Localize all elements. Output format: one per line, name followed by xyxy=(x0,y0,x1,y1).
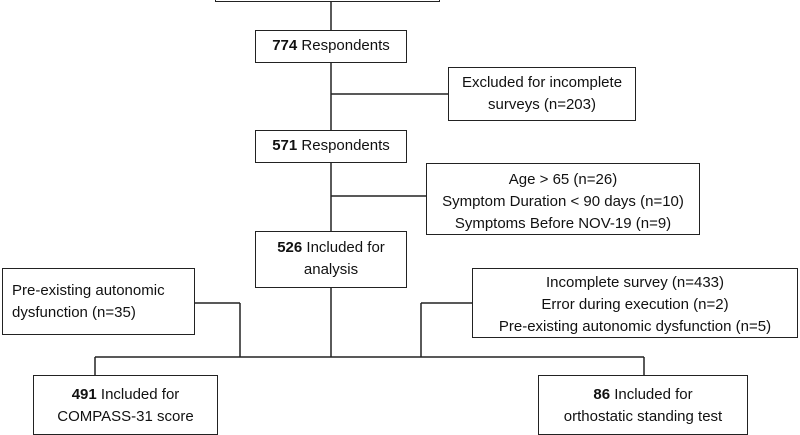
count-774: 774 xyxy=(272,37,298,54)
box-compass31: 491 Included for COMPASS-31 score xyxy=(33,375,218,435)
orthostatic-line-1: Included for xyxy=(614,386,693,403)
excluded-line-1: Excluded for incomplete xyxy=(461,74,623,91)
included-analysis-line-1: Included for xyxy=(306,239,385,256)
count-526: 526 xyxy=(277,239,303,256)
box-exclusions-standing: Incomplete survey (n=433) Error during e… xyxy=(472,268,798,338)
count-86: 86 xyxy=(593,386,611,403)
top-box-cropped xyxy=(215,0,440,2)
exclusion-age: Age > 65 (n=26) xyxy=(508,171,618,188)
preexisting-line-2: dysfunction (n=35) xyxy=(12,304,136,321)
exclusion-error-execution: Error during execution (n=2) xyxy=(541,296,729,313)
exclusion-preexisting: Pre-existing autonomic dysfunction (n=5) xyxy=(498,318,772,335)
box-preexisting-autonomic: Pre-existing autonomic dysfunction (n=35… xyxy=(2,268,195,335)
box-774-respondents: 774 Respondents xyxy=(255,30,407,63)
box-571-respondents: 571 Respondents xyxy=(255,130,407,163)
label-respondents: Respondents xyxy=(301,37,390,54)
count-491: 491 xyxy=(71,386,97,403)
exclusion-duration: Symptom Duration < 90 days (n=10) xyxy=(442,193,684,210)
exclusion-incomplete-survey: Incomplete survey (n=433) xyxy=(545,274,724,291)
compass-line-2: COMPASS-31 score xyxy=(57,408,194,425)
count-571: 571 xyxy=(272,137,298,154)
connector-lines xyxy=(94,0,645,375)
orthostatic-line-2: orthostatic standing test xyxy=(563,408,723,425)
exclusion-before-nov19: Symptoms Before NOV-19 (n=9) xyxy=(454,215,672,232)
excluded-line-2: surveys (n=203) xyxy=(488,96,596,113)
box-exclusions-age: Age > 65 (n=26) Symptom Duration < 90 da… xyxy=(426,163,700,235)
included-analysis-line-2: analysis xyxy=(303,261,359,278)
box-orthostatic: 86 Included for orthostatic standing tes… xyxy=(538,375,748,435)
box-included-analysis: 526 Included for analysis xyxy=(255,231,407,288)
label-respondents: Respondents xyxy=(301,137,390,154)
box-excluded-incomplete: Excluded for incomplete surveys (n=203) xyxy=(448,67,636,121)
compass-line-1: Included for xyxy=(100,386,180,403)
preexisting-line-1: Pre-existing autonomic xyxy=(12,282,165,299)
